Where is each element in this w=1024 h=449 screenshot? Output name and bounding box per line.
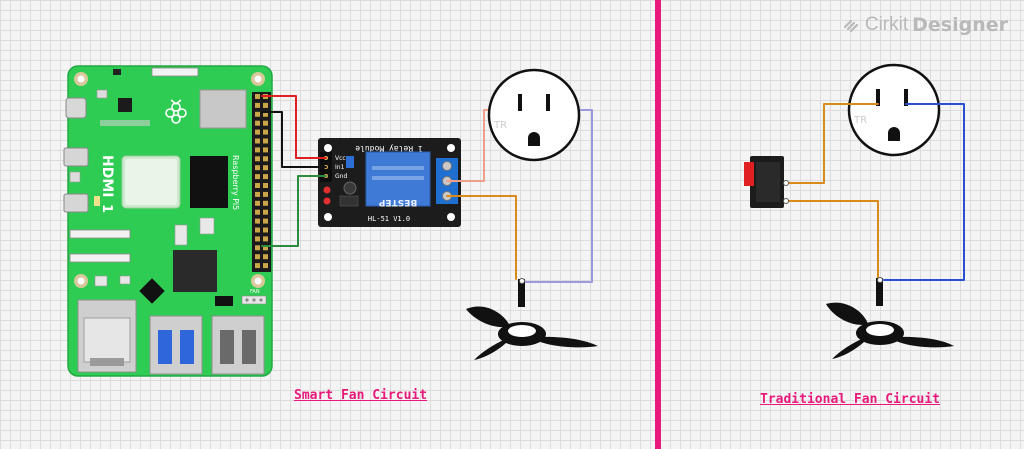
gpio-pin[interactable] — [255, 129, 260, 135]
relay-module-title: 1 Relay Module — [355, 144, 423, 153]
gpio-pin[interactable] — [255, 245, 260, 251]
rocker-switch[interactable] — [744, 156, 784, 208]
relay-model-label: HL-51 V1.0 — [368, 215, 410, 223]
traditional-fan-circuit-label: Traditional Fan Circuit — [760, 392, 941, 407]
gpio-pin[interactable] — [263, 120, 268, 126]
gpio-pin[interactable] — [263, 183, 268, 188]
section-divider — [655, 0, 661, 449]
gpio-pin[interactable] — [263, 138, 268, 144]
gpio-pin[interactable] — [263, 236, 268, 242]
gpio-pin[interactable] — [255, 191, 260, 197]
outlet-smart[interactable]: TR — [487, 68, 581, 162]
hdmi-label: HDMI — [99, 155, 115, 197]
relay-brand-label: BESTEP — [378, 197, 417, 207]
board-name-label: Raspberry Pi5 — [231, 155, 240, 210]
gpio-pin[interactable] — [255, 102, 260, 108]
gpio-pin[interactable] — [263, 147, 268, 153]
brand-name-cirkit: Cirkit — [864, 14, 909, 35]
gpio-pin[interactable] — [263, 218, 268, 224]
traditional-circuit-wires[interactable] — [785, 103, 965, 281]
gpio-pin[interactable] — [263, 209, 268, 215]
ceiling-fan-traditional[interactable] — [826, 278, 954, 359]
gpio-pin[interactable] — [263, 245, 268, 251]
gpio-pin[interactable] — [255, 200, 260, 206]
gpio-pin[interactable] — [263, 254, 268, 260]
fan-header-label: FAN — [250, 289, 260, 295]
gpio-pin[interactable] — [263, 111, 268, 117]
gpio-pin[interactable] — [255, 209, 260, 215]
gpio-pin[interactable] — [263, 200, 268, 206]
brand-name-designer: Designer — [912, 14, 1008, 36]
outlet-hot-marker-traditional: TR — [853, 115, 867, 126]
relay-pin-gnd: Gnd — [335, 173, 347, 180]
smart-fan-circuit-label: Smart Fan Circuit — [294, 388, 428, 403]
outlet-hot-marker: TR — [493, 120, 507, 131]
relay-pin-in1: In1 — [335, 164, 345, 171]
gpio-pin[interactable] — [263, 174, 268, 180]
gpio-pin[interactable] — [255, 183, 260, 188]
wire-connection-dots — [519, 180, 883, 284]
gpio-pin[interactable] — [255, 94, 260, 99]
gpio-pin[interactable] — [263, 165, 268, 171]
raspberry-pi-board[interactable]: HDMI 1 FAN Raspberry Pi5 — [63, 65, 273, 377]
gpio-pin[interactable] — [255, 174, 260, 180]
gpio-pin[interactable] — [255, 218, 260, 224]
gpio-pin[interactable] — [263, 156, 268, 162]
gpio-pin[interactable] — [255, 227, 260, 233]
gpio-pin[interactable] — [255, 236, 260, 242]
smart-circuit-wires[interactable] — [261, 95, 593, 283]
relay-module[interactable]: 1 Relay Module Vcc In1 Gnd BESTEP HL-51 … — [318, 138, 461, 227]
gpio-pin[interactable] — [255, 147, 260, 153]
gpio-pin[interactable] — [255, 138, 260, 144]
outlet-traditional[interactable]: TR — [847, 63, 941, 157]
ceiling-fan-smart[interactable] — [466, 279, 598, 360]
gpio-pin[interactable] — [263, 102, 268, 108]
cirkit-logo-icon — [843, 19, 858, 33]
gpio-pin[interactable] — [255, 120, 260, 126]
gpio-pin[interactable] — [255, 165, 260, 171]
gpio-header[interactable] — [255, 94, 268, 269]
gpio-pin[interactable] — [255, 263, 260, 269]
brand-logo: Cirkit Designer — [843, 14, 1008, 36]
hdmi-port-number: 1 — [99, 204, 114, 213]
gpio-pin[interactable] — [263, 191, 268, 197]
gpio-pin[interactable] — [255, 111, 260, 117]
raspberry-logo-icon — [165, 99, 187, 124]
relay-pin-vcc: Vcc — [335, 155, 346, 162]
gpio-pin[interactable] — [263, 129, 268, 135]
gpio-pin[interactable] — [255, 156, 260, 162]
gpio-pin[interactable] — [263, 227, 268, 233]
gpio-pin[interactable] — [255, 254, 260, 260]
gpio-pin[interactable] — [263, 263, 268, 269]
